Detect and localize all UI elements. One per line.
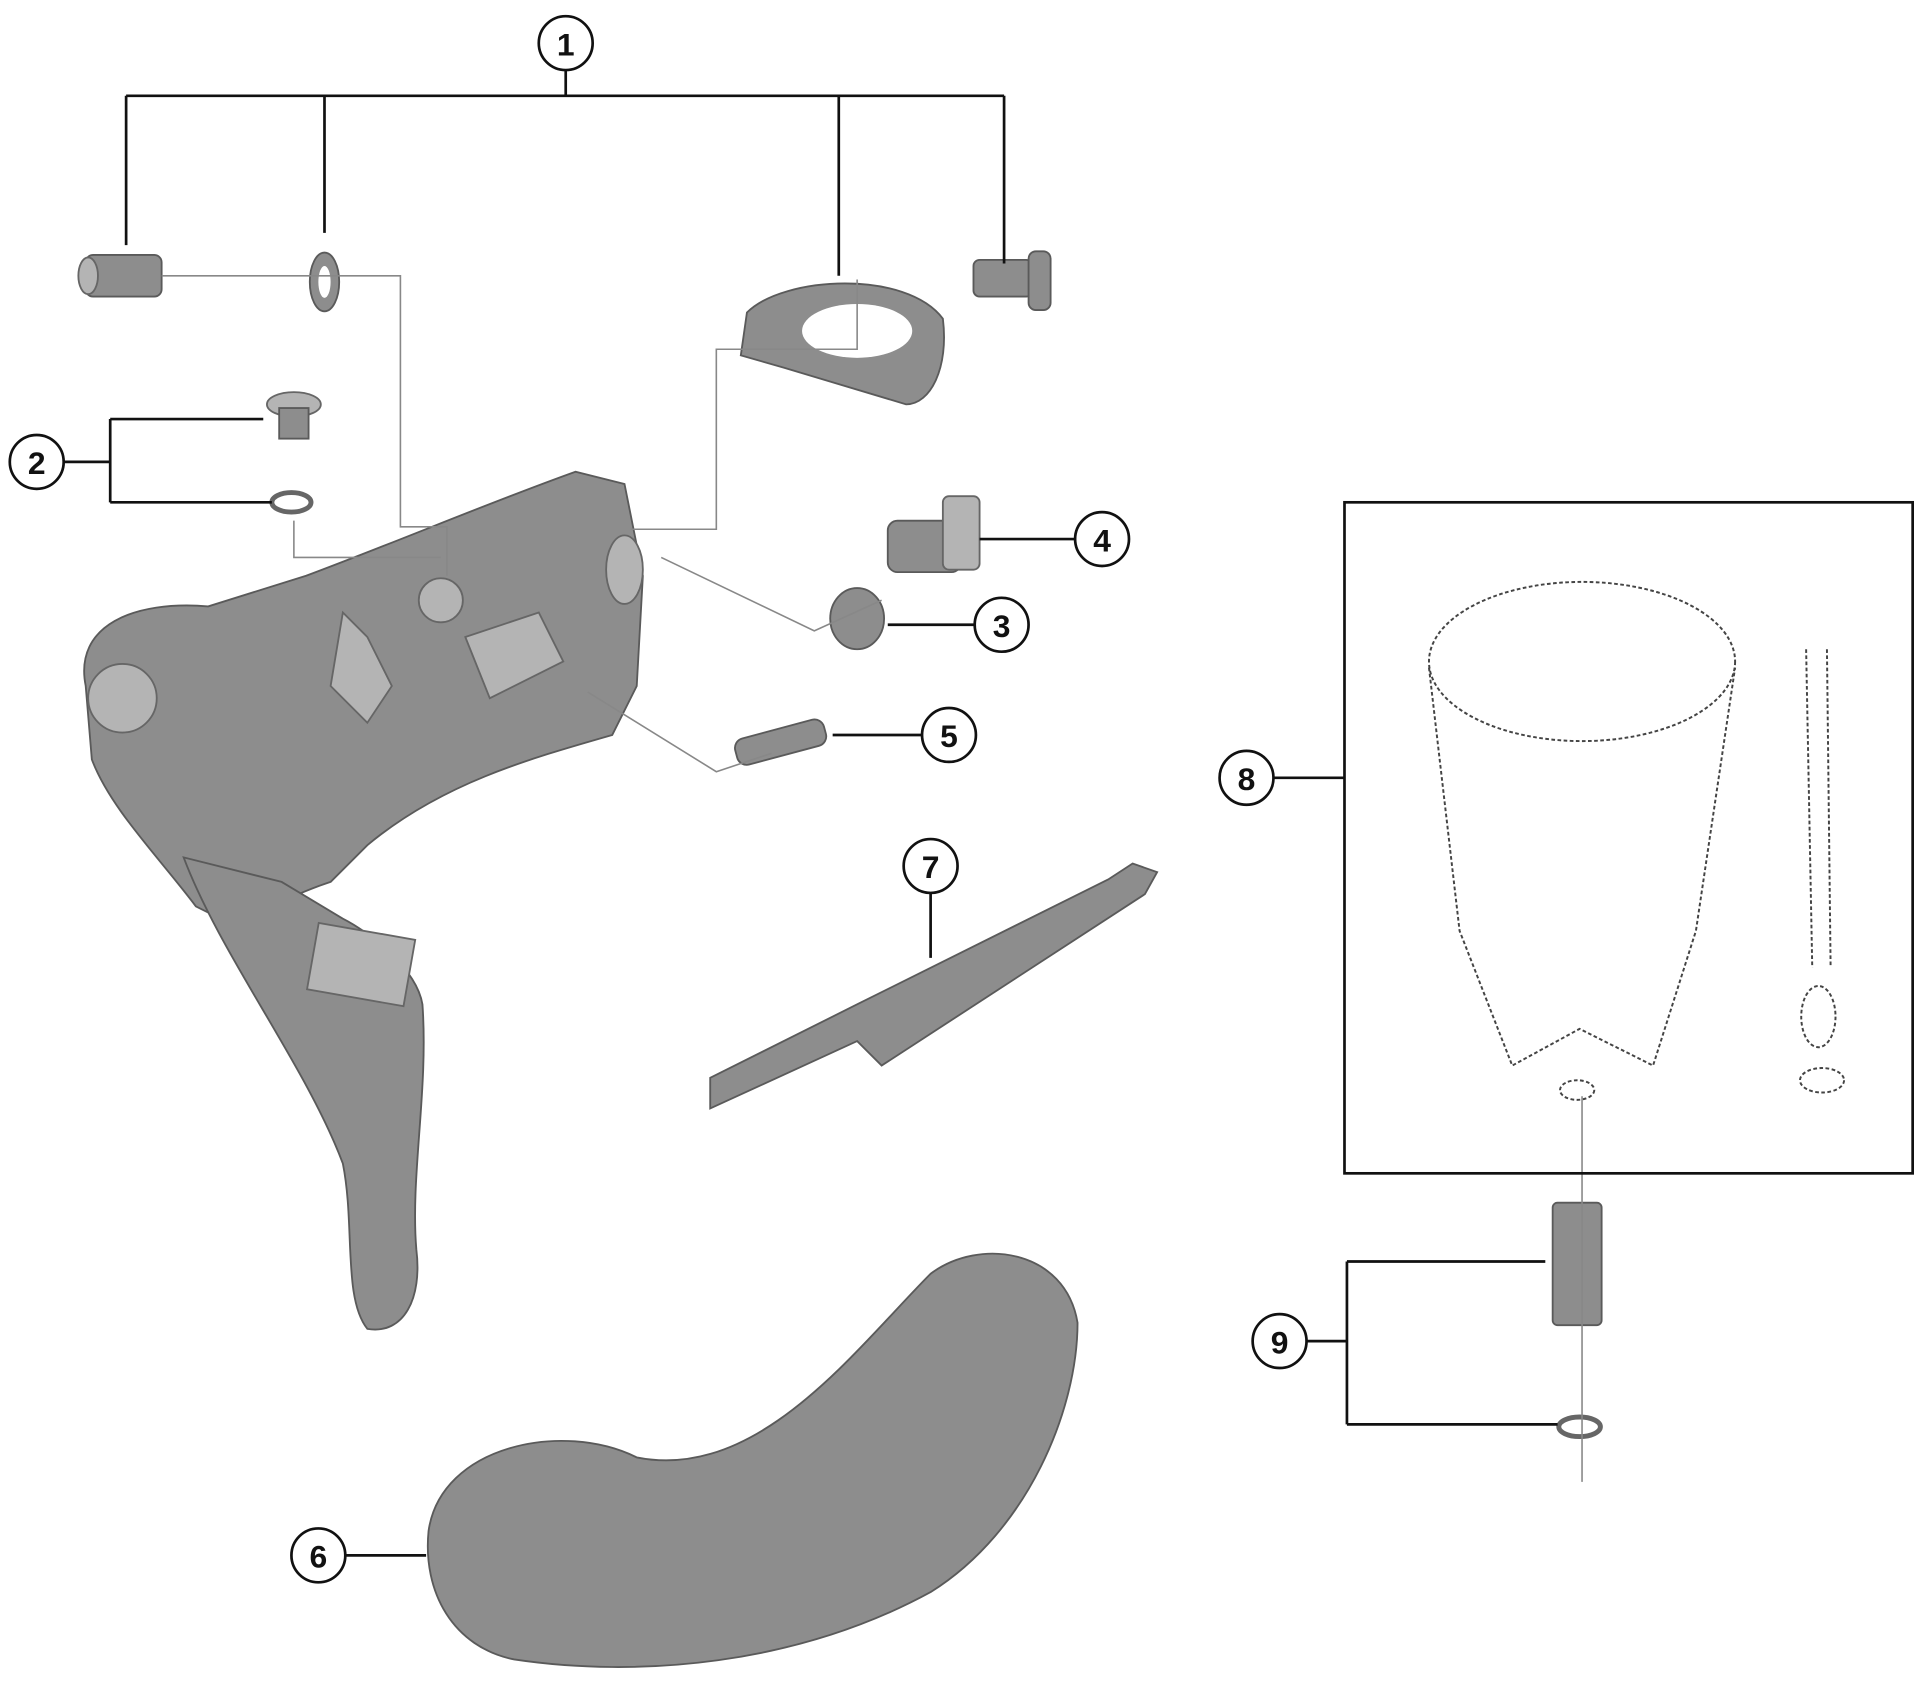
callout-8: 8 bbox=[1218, 749, 1275, 807]
callout-6: 6 bbox=[290, 1527, 347, 1584]
bleed-funnel-kit bbox=[1428, 580, 1846, 1101]
svg-text:3: 3 bbox=[993, 608, 1011, 644]
plug-4 bbox=[886, 495, 981, 574]
tool-7 bbox=[709, 862, 1159, 1110]
svg-text:5: 5 bbox=[940, 718, 958, 754]
callout-4: 4 bbox=[1073, 510, 1131, 568]
svg-text:4: 4 bbox=[1093, 522, 1111, 558]
svg-text:9: 9 bbox=[1271, 1324, 1289, 1360]
hood-6 bbox=[426, 1252, 1079, 1668]
svg-text:2: 2 bbox=[28, 445, 46, 481]
callout-7: 7 bbox=[902, 837, 959, 895]
o-ring-2 bbox=[269, 490, 314, 515]
callout-9: 9 bbox=[1251, 1312, 1308, 1370]
bleed-screw bbox=[266, 391, 322, 440]
callout-5: 5 bbox=[920, 706, 978, 764]
washer-3 bbox=[829, 587, 885, 651]
bleed-adapter-9 bbox=[1551, 1201, 1603, 1440]
svg-text:8: 8 bbox=[1238, 761, 1256, 797]
pin-5 bbox=[734, 718, 828, 766]
washer-top bbox=[308, 251, 341, 313]
leader-lines bbox=[63, 70, 1914, 1557]
callout-1: 1 bbox=[537, 14, 595, 72]
bolt-top-left bbox=[77, 254, 163, 298]
assembly-lines bbox=[161, 274, 1583, 1482]
callout-3: 3 bbox=[973, 596, 1030, 654]
svg-text:7: 7 bbox=[922, 849, 940, 885]
svg-text:1: 1 bbox=[557, 26, 575, 62]
callout-2: 2 bbox=[8, 433, 66, 491]
svg-text:6: 6 bbox=[310, 1539, 328, 1575]
bolt-top-right bbox=[972, 250, 1052, 311]
clamp-band bbox=[739, 282, 945, 406]
lever-body bbox=[83, 470, 644, 1331]
